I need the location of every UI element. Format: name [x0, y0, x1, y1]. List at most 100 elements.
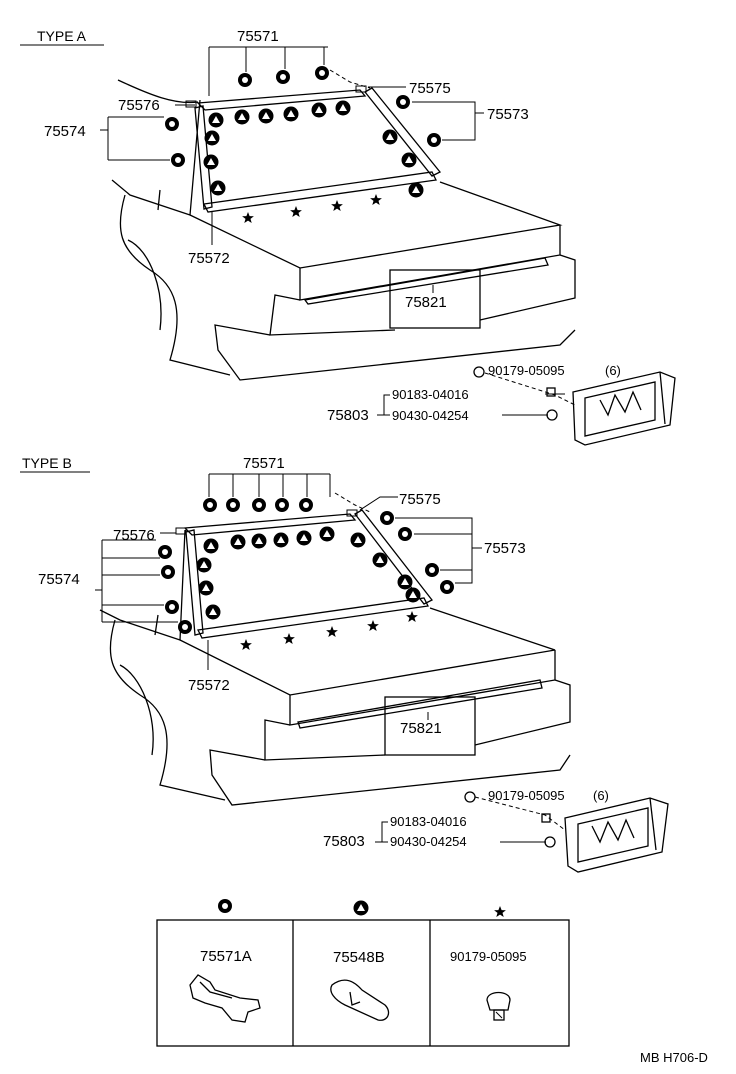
- nut-icon: [464, 791, 476, 803]
- triangle-clip-icon: [258, 108, 274, 124]
- star-nut-icon: [406, 611, 418, 622]
- type-a-label-75571: 75571: [237, 28, 279, 45]
- type-b-label-75821: 75821: [400, 720, 442, 737]
- type-b-label-75574: 75574: [38, 571, 80, 588]
- clip-icon: [165, 600, 179, 614]
- clip-icon: [203, 498, 217, 512]
- star-nut-icon: [326, 626, 338, 637]
- type-b-label-clip2: 90430-04254: [390, 834, 467, 849]
- nut-icon: [473, 366, 485, 378]
- clip-icon: [275, 498, 289, 512]
- type-b-molding-upper: [183, 513, 357, 536]
- triangle-clip-icon: [203, 538, 219, 554]
- triangle-clip-icon: [283, 106, 299, 122]
- type-b-label-75576: 75576: [113, 527, 155, 544]
- star-nut-icon: [370, 194, 382, 205]
- type-a-molding-lower: [203, 171, 437, 213]
- type-b-label-75575: 75575: [399, 491, 441, 508]
- triangle-clip-icon: [203, 154, 219, 170]
- triangle-clip-icon: [196, 557, 212, 573]
- clip-part-icon: [541, 813, 551, 823]
- clip-icon: [178, 620, 192, 634]
- legend-triangle-icon: [353, 900, 369, 916]
- triangle-clip-icon: [251, 533, 267, 549]
- type-b-car-body: [99, 492, 571, 806]
- type-b-label-75573: 75573: [484, 540, 526, 557]
- type-a-label-75576: 75576: [118, 97, 160, 114]
- type-a-section: TYPE A: [20, 28, 676, 446]
- clip-icon: [425, 563, 439, 577]
- clip-icon: [226, 498, 240, 512]
- clip-75571a-drawing: [189, 974, 261, 1023]
- triangle-clip-icon: [350, 532, 366, 548]
- type-b-leaders: [95, 473, 566, 843]
- legend-box: [156, 919, 570, 1047]
- star-nut-icon: [240, 639, 252, 650]
- triangle-clip-icon: [198, 580, 214, 596]
- type-b-label-75571: 75571: [243, 455, 285, 472]
- triangle-clip-icon: [319, 526, 335, 542]
- triangle-clip-icon: [372, 552, 388, 568]
- clip-icon: [380, 511, 394, 525]
- triangle-clip-icon: [408, 182, 424, 198]
- clip-icon: [165, 117, 179, 131]
- legend-star-icon: [494, 906, 506, 917]
- type-a-label-75821: 75821: [405, 294, 447, 311]
- clip-icon: [252, 498, 266, 512]
- clip-icon: [315, 66, 329, 80]
- grommet-icon: [544, 836, 556, 848]
- type-a-label-75573: 75573: [487, 106, 529, 123]
- clip-icon: [276, 70, 290, 84]
- type-a-label-75575: 75575: [409, 80, 451, 97]
- clip-75548b-drawing: [330, 979, 390, 1021]
- type-b-label-nut: 90179-05095: [488, 788, 565, 803]
- triangle-clip-icon: [335, 100, 351, 116]
- star-nut-icon: [367, 620, 379, 631]
- type-a-corner-l: [185, 100, 197, 108]
- triangle-clip-icon: [397, 574, 413, 590]
- star-nut-icon: [290, 206, 302, 217]
- type-a-label-nut-qty: (6): [605, 363, 621, 378]
- triangle-clip-icon: [230, 534, 246, 550]
- triangle-clip-icon: [311, 102, 327, 118]
- triangle-clip-icon: [405, 587, 421, 603]
- type-a-window: [185, 85, 442, 213]
- clip-icon: [171, 153, 185, 167]
- type-b-license-bracket: [564, 797, 669, 873]
- clip-icon: [161, 565, 175, 579]
- clip-icon: [398, 527, 412, 541]
- type-a-corner-r: [355, 85, 367, 93]
- legend-part-3: 90179-05095: [450, 949, 527, 964]
- type-a-molding-side-r: [364, 87, 442, 177]
- type-a-molding-side-l: [194, 105, 213, 210]
- type-a-license-bracket: [572, 371, 676, 446]
- star-nut-icon: [242, 212, 254, 223]
- triangle-clip-icon: [401, 152, 417, 168]
- type-a-label-75572: 75572: [188, 250, 230, 267]
- type-a-title: TYPE A: [37, 28, 87, 44]
- type-a-label-nut: 90179-05095: [488, 363, 565, 378]
- legend-table: 75571A 75548B 90179-05095: [156, 899, 570, 1047]
- type-b-molding-side-l: [185, 529, 204, 636]
- clip-icon: [396, 95, 410, 109]
- type-b-molding-side-r: [354, 509, 433, 605]
- clip-part-icon: [546, 387, 556, 397]
- type-b-title: TYPE B: [22, 455, 72, 471]
- type-b-label-clip1: 90183-04016: [390, 814, 467, 829]
- type-b-label-75572: 75572: [188, 677, 230, 694]
- star-nut-icon: [331, 200, 343, 211]
- type-a-label-75803: 75803: [327, 407, 369, 424]
- grommet-icon: [546, 409, 558, 421]
- type-a-label-75574: 75574: [44, 123, 86, 140]
- legend-part-1: 75571A: [200, 948, 252, 965]
- nut-90179-drawing: [486, 991, 511, 1021]
- type-a-car-body: [111, 69, 576, 381]
- triangle-clip-icon: [296, 530, 312, 546]
- type-a-label-clip1: 90183-04016: [392, 387, 469, 402]
- diagram-code: MB H706-D: [640, 1050, 708, 1065]
- clip-icon: [440, 580, 454, 594]
- clip-icon: [427, 133, 441, 147]
- type-b-label-nut-qty: (6): [593, 788, 609, 803]
- triangle-clip-icon: [382, 129, 398, 145]
